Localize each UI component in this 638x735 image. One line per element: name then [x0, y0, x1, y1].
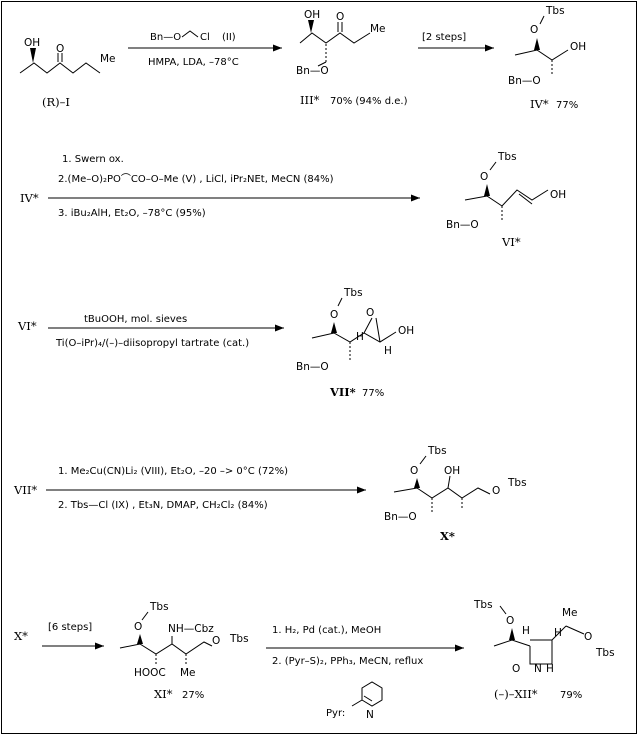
compound-7: Tbs O O OH H H Bn—O VII* 77%: [296, 287, 414, 399]
compound-4: Tbs O OH Bn—O IV* 77%: [508, 5, 586, 111]
r5-start: VII*: [13, 483, 37, 497]
r6-label: [6 steps]: [48, 622, 92, 633]
c11-tbs: Tbs: [149, 601, 169, 613]
c12-n: N: [534, 663, 542, 675]
c3-carbonyl-o: O: [336, 11, 344, 23]
compound-3: OH O Me Bn—O III* 70% (94% d.e.): [296, 9, 408, 107]
c7-h2: H: [384, 345, 392, 357]
c11-hooc: HOOC: [134, 667, 166, 679]
c12-me: Me: [562, 607, 578, 619]
c7-tbs: Tbs: [343, 287, 363, 299]
c7-h1: H: [356, 331, 364, 343]
compound-11: Tbs O NH—Cbz O Tbs HOOC Me XI* 27%: [119, 601, 249, 701]
c10-tbs2: Tbs: [507, 477, 527, 489]
r4-below: Ti(O–iPr)₄/(–)–diisopropyl tartrate (cat…: [55, 338, 249, 349]
c10-o2: O: [492, 485, 500, 497]
c7-epoxide-o: O: [366, 307, 374, 319]
c11-me: Me: [180, 667, 196, 679]
c7-yield: 77%: [362, 388, 384, 399]
c1-carbonyl-o: O: [56, 43, 64, 55]
r7-step2: 2. (Pyr–S)₂, PPh₃, MeCN, reflux: [272, 656, 423, 667]
c4-benzyloxy: Bn—O: [508, 75, 541, 87]
c12-h2: H: [554, 627, 562, 639]
c1-label: (R)–I: [42, 95, 70, 109]
c3-oh: OH: [304, 9, 320, 21]
c7-benzyloxy: Bn—O: [296, 361, 329, 373]
r5-step2: 2. Tbs—Cl (IX) , Et₃N, DMAP, CH₂Cl₂ (84%…: [58, 500, 268, 511]
r3-start: IV*: [20, 191, 39, 205]
c11-o2: O: [212, 635, 220, 647]
c10-oh: OH: [444, 465, 460, 477]
c12-label: (–)–XII*: [494, 687, 538, 701]
c6-tbs: Tbs: [497, 151, 517, 163]
c11-o: O: [134, 621, 142, 633]
pyr-n: N: [366, 709, 374, 721]
c12-tbs2: Tbs: [595, 647, 615, 659]
c12-tbs: Tbs: [473, 599, 493, 611]
c12-yield: 79%: [560, 690, 582, 701]
r5-step1: 1. Me₂Cu(CN)Li₂ (VIII), Et₂O, –20 –> 0°C…: [58, 466, 288, 477]
c4-tbs: Tbs: [545, 5, 565, 17]
reaction-2: [2 steps]: [418, 32, 494, 52]
c6-benzyloxy: Bn—O: [446, 219, 479, 231]
c6-oh: OH: [550, 189, 566, 201]
c11-tbs2: Tbs: [229, 633, 249, 645]
c10-benzyloxy: Bn—O: [384, 511, 417, 523]
pyr-label: Pyr:: [326, 708, 345, 719]
reaction-3: IV* 1. Swern ox. 2.(Me–O)₂PO⌒CO–O–Me (V)…: [20, 154, 420, 219]
c4-oh: OH: [570, 41, 586, 53]
r6-start: X*: [14, 629, 28, 643]
c3-label: III*: [300, 93, 320, 107]
c4-yield: 77%: [556, 100, 578, 111]
c7-o: O: [330, 309, 338, 321]
c10-label: X*: [440, 529, 455, 543]
pyr-footnote: Pyr: N: [326, 681, 383, 721]
r3-step2: 2.(Me–O)₂PO⌒CO–O–Me (V) , LiCl, iPr₂NEt,…: [58, 173, 334, 185]
c6-o: O: [480, 171, 488, 183]
r7-step1: 1. H₂, Pd (cat.), MeOH: [272, 625, 381, 636]
r1-conditions: HMPA, LDA, –78°C: [148, 57, 239, 68]
c12-carbonyl-o: O: [512, 663, 520, 675]
reaction-6: X* [6 steps]: [14, 622, 104, 650]
c3-benzyloxy: Bn—O: [296, 65, 329, 77]
c4-o: O: [530, 24, 538, 36]
reaction-5: VII* 1. Me₂Cu(CN)Li₂ (VIII), Et₂O, –20 –…: [13, 466, 366, 511]
c10-o: O: [410, 465, 418, 477]
reaction-7: 1. H₂, Pd (cat.), MeOH 2. (Pyr–S)₂, PPh₃…: [266, 625, 464, 667]
c6-label: VI*: [501, 235, 521, 249]
compound-1: OH O Me (R)–I: [19, 37, 116, 109]
r2-label: [2 steps]: [422, 32, 466, 43]
r4-above: tBuOOH, mol. sieves: [84, 314, 187, 325]
c7-oh: OH: [398, 325, 414, 337]
compound-10: Tbs O OH O Tbs Bn—O X*: [384, 445, 527, 543]
c12-nh: H: [546, 663, 554, 675]
r1-reagent-right: Cl: [200, 32, 210, 43]
c11-nh-cbz: NH—Cbz: [168, 623, 214, 635]
c11-label: XI*: [154, 687, 173, 701]
c11-yield: 27%: [182, 690, 204, 701]
r3-step3: 3. iBu₂AlH, Et₂O, –78°C (95%): [58, 208, 206, 219]
compound-12: Tbs O H H Me O Tbs O N H (–)–XII* 79%: [473, 599, 615, 701]
r1-reagent-label: (II): [222, 32, 236, 43]
c1-methyl: Me: [100, 53, 116, 65]
c3-yield: 70% (94% d.e.): [330, 96, 408, 107]
r1-reagent-left: Bn—O: [150, 32, 181, 43]
c3-methyl: Me: [370, 23, 386, 35]
r3-step1: 1. Swern ox.: [62, 154, 124, 165]
r4-start: VI*: [17, 319, 37, 333]
c4-label: IV*: [530, 97, 549, 111]
c12-o: O: [506, 615, 514, 627]
c7-label: VII*: [329, 385, 356, 399]
compound-6: Tbs O OH Bn—O VI*: [446, 151, 566, 249]
reaction-1: Bn—O Cl (II) HMPA, LDA, –78°C: [128, 30, 282, 68]
reaction-4: VI* tBuOOH, mol. sieves Ti(O–iPr)₄/(–)–d…: [17, 314, 284, 349]
c12-o2: O: [584, 631, 592, 643]
c10-tbs: Tbs: [427, 445, 447, 457]
c1-oh: OH: [24, 37, 40, 49]
c12-h1: H: [522, 625, 530, 637]
